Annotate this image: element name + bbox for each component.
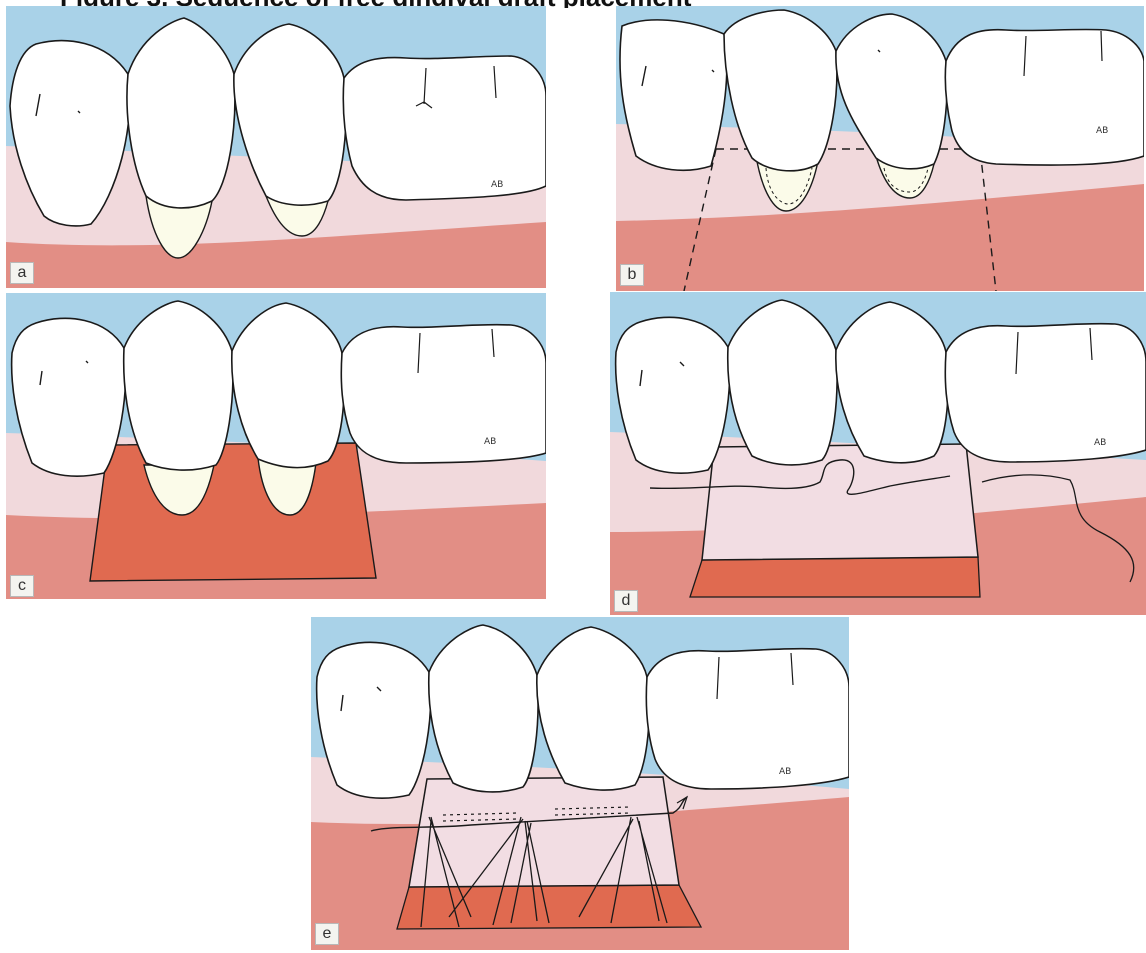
artist-initials: AB [779, 767, 791, 777]
tooth-premolar [620, 20, 727, 170]
panel-label-b: b [620, 264, 644, 286]
tooth-molar [343, 56, 546, 200]
panel-a: a AB [6, 6, 546, 288]
tooth-premolar [317, 642, 431, 798]
tooth-premolar [232, 303, 344, 468]
panel-e: e AB [311, 617, 849, 950]
panel-label-a: a [10, 262, 34, 284]
panel-d: d AB [610, 292, 1146, 615]
panel-label-e: e [315, 923, 339, 945]
artist-initials: AB [484, 437, 496, 447]
panel-label-c: c [10, 575, 34, 597]
panel-c-illustration [6, 293, 546, 599]
tooth-premolar [12, 318, 126, 476]
artist-initials: AB [1096, 126, 1108, 136]
tooth-premolar [124, 301, 233, 470]
recipient-bed [690, 557, 980, 597]
tooth-molar [945, 324, 1146, 462]
tooth-molar [341, 325, 546, 463]
panel-d-illustration [610, 292, 1146, 615]
tooth-premolar [728, 300, 837, 465]
panel-e-illustration [311, 617, 849, 950]
tooth-molar [646, 649, 849, 789]
panel-b-illustration [616, 6, 1144, 291]
tooth-premolar [616, 317, 730, 473]
artist-initials: AB [1094, 438, 1106, 448]
free-gingival-graft [702, 444, 978, 560]
free-gingival-graft [409, 777, 679, 887]
panel-b: b AB [616, 6, 1144, 291]
recipient-bed [90, 443, 376, 581]
panel-a-illustration [6, 6, 546, 288]
panel-c: c AB [6, 293, 546, 599]
tooth-premolar [127, 18, 235, 208]
panel-label-d: d [614, 590, 638, 612]
tooth-premolar [429, 625, 538, 792]
tooth-molar [945, 29, 1144, 165]
artist-initials: AB [491, 180, 503, 190]
